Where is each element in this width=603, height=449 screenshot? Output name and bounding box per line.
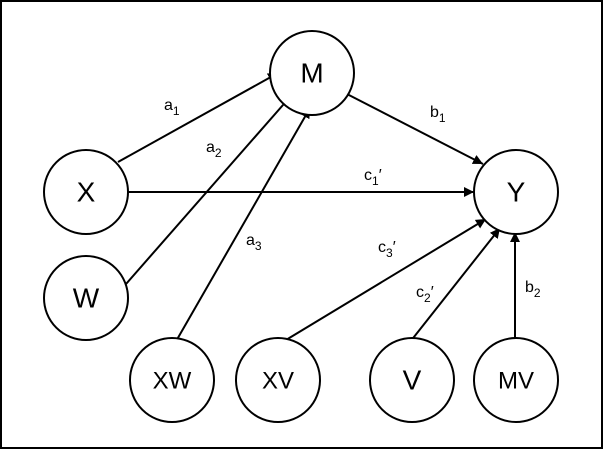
label-c2: c2′ [416, 284, 434, 305]
node-v: V [369, 337, 455, 423]
node-xw: XW [129, 337, 215, 423]
edge-xw-to-m [174, 107, 311, 344]
node-xv-label: XV [262, 368, 294, 395]
label-a1: a1 [164, 97, 180, 118]
label-c1: c1′ [364, 167, 382, 188]
node-x: X [43, 149, 129, 235]
edge-x-to-m [117, 72, 279, 163]
edge-w-to-m [125, 96, 291, 285]
label-a2: a2 [206, 139, 222, 160]
node-w-label: W [73, 283, 100, 314]
node-v-label: V [403, 365, 422, 396]
node-y-label: Y [507, 177, 526, 208]
label-c3: c3′ [378, 239, 396, 260]
node-m: M [269, 30, 355, 116]
node-xw-label: XW [153, 368, 192, 395]
edge-m-to-y [344, 92, 484, 165]
label-b1: b1 [430, 104, 446, 125]
node-w: W [43, 255, 129, 341]
label-b2: b2 [525, 279, 541, 300]
node-xv: XV [235, 337, 321, 423]
edge-v-to-y [409, 227, 501, 343]
node-y: Y [473, 149, 559, 235]
node-mv-label: MV [498, 368, 534, 395]
node-m-label: M [300, 58, 323, 89]
edge-xv-to-y [280, 218, 487, 344]
label-a3: a3 [246, 232, 262, 253]
node-mv: MV [473, 337, 559, 423]
node-x-label: X [77, 177, 96, 208]
